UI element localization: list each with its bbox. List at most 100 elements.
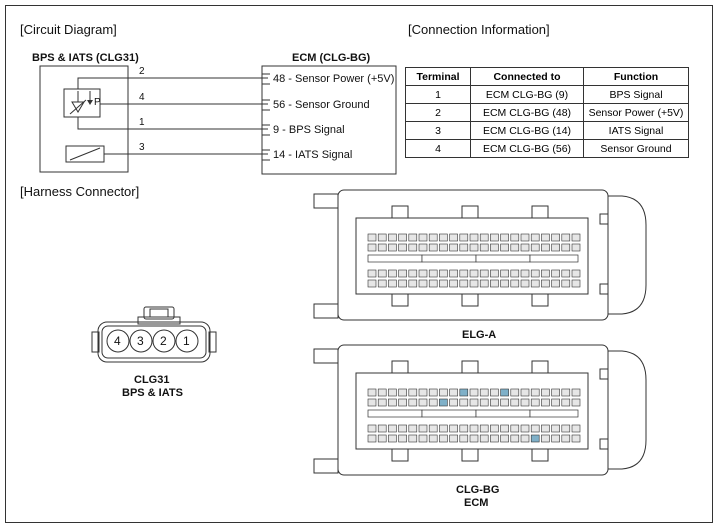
table-row: 4 ECM CLG-BG (56) Sensor Ground	[405, 139, 689, 158]
pin-cavity	[541, 269, 550, 278]
clg31-label: CLG31	[134, 374, 170, 386]
pin-cavity	[418, 279, 428, 288]
clg31-pin-4: 4	[114, 334, 121, 348]
pin-cavity	[530, 279, 540, 288]
pin-cavity	[469, 434, 479, 443]
pin-cavity	[561, 243, 571, 252]
connection-table: Terminal Connected to Function 1 ECM CLG…	[405, 67, 689, 158]
pin-cavity	[439, 243, 448, 252]
pin-cavity	[479, 243, 489, 252]
pin-cavity	[449, 279, 458, 288]
pin-cavity	[490, 424, 499, 433]
table-cell: ECM CLG-BG (9)	[470, 85, 584, 104]
pin-cavity	[541, 388, 550, 397]
wire-number-2: 2	[139, 66, 145, 77]
pin-cavity	[367, 279, 377, 288]
pin-cavity	[459, 434, 469, 443]
sensor-title: BPS & IATS (CLG31)	[32, 52, 139, 64]
connection-info-header: [Connection Information]	[408, 22, 550, 37]
pin-bank-separator	[421, 409, 477, 418]
pin-cavity	[408, 424, 418, 433]
pin-cavity	[479, 279, 489, 288]
pin-cavity	[449, 233, 458, 242]
pin-cavity	[490, 398, 499, 407]
pin-bank-separator	[421, 254, 477, 263]
pin-cavity	[561, 279, 571, 288]
pin-cavity	[571, 388, 581, 397]
pin-cavity	[551, 434, 560, 443]
clg31-pin-3: 3	[137, 334, 144, 348]
pin-cavity	[367, 434, 377, 443]
pin-cavity	[449, 388, 458, 397]
table-header-function: Function	[583, 67, 689, 86]
pin-cavity	[510, 424, 520, 433]
pin-cavity	[439, 279, 448, 288]
clg31-pin-2: 2	[160, 334, 167, 348]
pin-cavity	[388, 233, 397, 242]
pin-cavity	[418, 434, 428, 443]
pin-cavity	[530, 398, 540, 407]
pin-cavity	[510, 388, 520, 397]
pin-cavity	[530, 233, 540, 242]
pin-cavity	[439, 424, 448, 433]
wire-number-3: 3	[139, 142, 145, 153]
pin-cavity	[551, 279, 560, 288]
pin-cavity	[571, 434, 581, 443]
pin-cavity	[490, 279, 499, 288]
pin-cavity	[510, 269, 520, 278]
pin-cavity	[408, 388, 418, 397]
pin-cavity	[551, 233, 560, 242]
pin-cavity	[479, 233, 489, 242]
pin-cavity	[398, 269, 407, 278]
pin-cavity	[418, 243, 428, 252]
pin-cavity	[459, 388, 469, 397]
pin-cavity	[500, 434, 509, 443]
pin-cavity	[541, 279, 550, 288]
pin-cavity	[479, 434, 489, 443]
pin-cavity	[377, 243, 387, 252]
pin-cavity	[418, 398, 428, 407]
pin-cavity	[561, 233, 571, 242]
pin-cavity	[408, 269, 418, 278]
ecm-pin-9: 9 - BPS Signal	[273, 124, 345, 136]
sensor-box	[39, 65, 129, 173]
pin-cavity	[439, 398, 448, 407]
pin-cavity	[398, 243, 407, 252]
pin-cavity	[541, 243, 550, 252]
pin-cavity	[418, 233, 428, 242]
pin-cavity	[510, 233, 520, 242]
table-cell: 4	[405, 139, 471, 158]
wire-number-1: 1	[139, 117, 145, 128]
wire-number-4: 4	[139, 92, 145, 103]
pin-cavity	[428, 233, 438, 242]
pin-cavity	[398, 233, 407, 242]
pin-cavity	[439, 388, 448, 397]
pin-bank-separator	[475, 254, 531, 263]
clg31-description: BPS & IATS	[122, 387, 183, 399]
pin-cavity	[449, 424, 458, 433]
pin-cavity	[500, 388, 509, 397]
pin-cavity	[388, 388, 397, 397]
pin-cavity	[520, 434, 530, 443]
pin-cavity	[520, 388, 530, 397]
pin-cavity	[367, 398, 377, 407]
pin-cavity	[408, 398, 418, 407]
table-cell: IATS Signal	[583, 121, 689, 140]
ecm-title: ECM (CLG-BG)	[292, 52, 371, 64]
pin-cavity	[561, 434, 571, 443]
pin-cavity	[367, 424, 377, 433]
table-row: 1 ECM CLG-BG (9) BPS Signal	[405, 85, 689, 104]
elg-a-connector	[313, 189, 647, 321]
pin-cavity	[428, 398, 438, 407]
pin-cavity	[449, 243, 458, 252]
pin-bank-separator	[367, 409, 423, 418]
pin-cavity	[530, 243, 540, 252]
pin-cavity	[490, 233, 499, 242]
table-cell: 1	[405, 85, 471, 104]
pin-cavity	[510, 279, 520, 288]
pin-cavity	[561, 398, 571, 407]
pin-cavity	[571, 424, 581, 433]
table-cell: ECM CLG-BG (14)	[470, 121, 584, 140]
pin-cavity	[377, 424, 387, 433]
pin-cavity	[469, 269, 479, 278]
